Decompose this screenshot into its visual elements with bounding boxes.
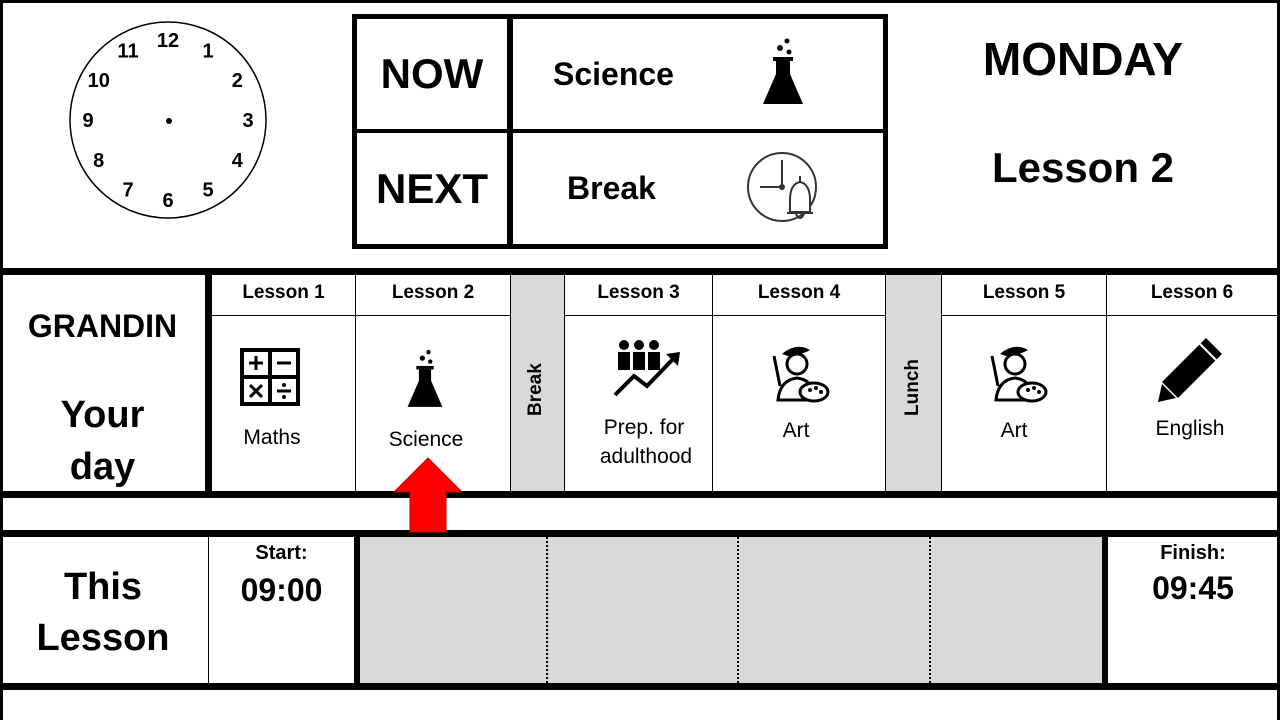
clock-number: 2 bbox=[232, 70, 243, 92]
lunch-label: Lunch bbox=[902, 359, 923, 416]
growth-people-icon bbox=[613, 340, 680, 397]
col-line bbox=[885, 275, 886, 491]
clock-number: 1 bbox=[202, 41, 213, 63]
lesson-3-subject-line2: adulthood bbox=[599, 445, 693, 468]
your-day-line1: Your bbox=[60, 394, 145, 436]
lesson-progress-bar bbox=[354, 537, 1108, 683]
clock-number: 10 bbox=[88, 70, 110, 92]
this-lesson-line1: This bbox=[63, 566, 143, 608]
lesson-4-subject: Art bbox=[782, 419, 810, 442]
start-label: Start: bbox=[255, 542, 308, 564]
clock-number: 6 bbox=[162, 190, 173, 212]
clock-number: 9 bbox=[82, 110, 93, 132]
clock-number: 5 bbox=[202, 179, 213, 201]
flask-icon bbox=[763, 38, 803, 104]
lunch-column bbox=[885, 275, 941, 491]
this-lesson-divider bbox=[208, 537, 209, 683]
divider-bottom bbox=[0, 683, 1280, 690]
lesson-6-subject: English bbox=[1155, 417, 1225, 440]
clock-number: 11 bbox=[117, 41, 138, 63]
clock-number: 7 bbox=[122, 179, 133, 201]
clock-number: 8 bbox=[93, 150, 104, 172]
header-line-b bbox=[564, 315, 885, 316]
break-label: Break bbox=[525, 363, 546, 416]
clock-number: 4 bbox=[232, 150, 244, 172]
clock-number: 12 bbox=[157, 30, 179, 52]
col-line bbox=[510, 275, 511, 491]
progress-segment-divider bbox=[546, 537, 548, 683]
lesson-6-header: Lesson 6 bbox=[1150, 282, 1234, 303]
flask-icon bbox=[407, 349, 443, 407]
lesson-2-header: Lesson 2 bbox=[391, 282, 475, 303]
now-next-divider-h bbox=[352, 129, 888, 133]
header-line-a bbox=[212, 315, 510, 316]
col-line bbox=[564, 275, 565, 491]
divider-mid bbox=[0, 491, 1280, 498]
your-day-line2: day bbox=[69, 446, 136, 488]
start-time: 09:00 bbox=[240, 572, 323, 608]
lesson-1-header: Lesson 1 bbox=[242, 282, 325, 303]
lesson-5-subject: Art bbox=[1000, 419, 1028, 442]
current-lesson: Lesson 2 bbox=[991, 144, 1175, 191]
next-label: NEXT bbox=[375, 165, 488, 212]
clock-number: 3 bbox=[242, 110, 253, 132]
lesson-2-subject: Science bbox=[388, 428, 464, 451]
analog-clock: 12 12 3 45 6 789 10 11 bbox=[69, 21, 267, 219]
progress-segment-divider bbox=[737, 537, 739, 683]
finish-label: Finish: bbox=[1160, 542, 1226, 564]
now-subject: Science bbox=[553, 56, 674, 92]
lesson-1-subject: Maths bbox=[243, 426, 301, 449]
lesson-3-subject-line1: Prep. for bbox=[603, 416, 685, 439]
next-subject: Break bbox=[567, 170, 656, 206]
col-line bbox=[941, 275, 942, 491]
this-lesson-line2: Lesson bbox=[36, 617, 170, 659]
student-name: GRANDIN bbox=[27, 308, 178, 344]
finish-time: 09:45 bbox=[1152, 570, 1234, 606]
divider-lesson-top bbox=[0, 530, 1280, 537]
maths-symbols-icon bbox=[240, 348, 300, 406]
lesson-3-header: Lesson 3 bbox=[597, 282, 680, 303]
lesson-4-header: Lesson 4 bbox=[757, 282, 841, 303]
red-up-arrow-icon bbox=[392, 457, 464, 533]
weekday: MONDAY bbox=[982, 33, 1184, 85]
artist-icon bbox=[772, 346, 830, 403]
progress-segment-divider bbox=[929, 537, 931, 683]
student-divider bbox=[205, 275, 212, 491]
now-label: NOW bbox=[380, 50, 484, 97]
clock-bell-icon bbox=[747, 152, 817, 222]
break-column bbox=[510, 275, 564, 491]
header-line-c bbox=[941, 315, 1277, 316]
pencil-icon bbox=[1158, 338, 1222, 402]
artist-icon bbox=[990, 346, 1048, 403]
col-line bbox=[355, 275, 356, 491]
lesson-5-header: Lesson 5 bbox=[982, 282, 1066, 303]
col-line bbox=[1106, 275, 1107, 491]
divider-top bbox=[0, 268, 1280, 275]
col-line bbox=[712, 275, 713, 491]
